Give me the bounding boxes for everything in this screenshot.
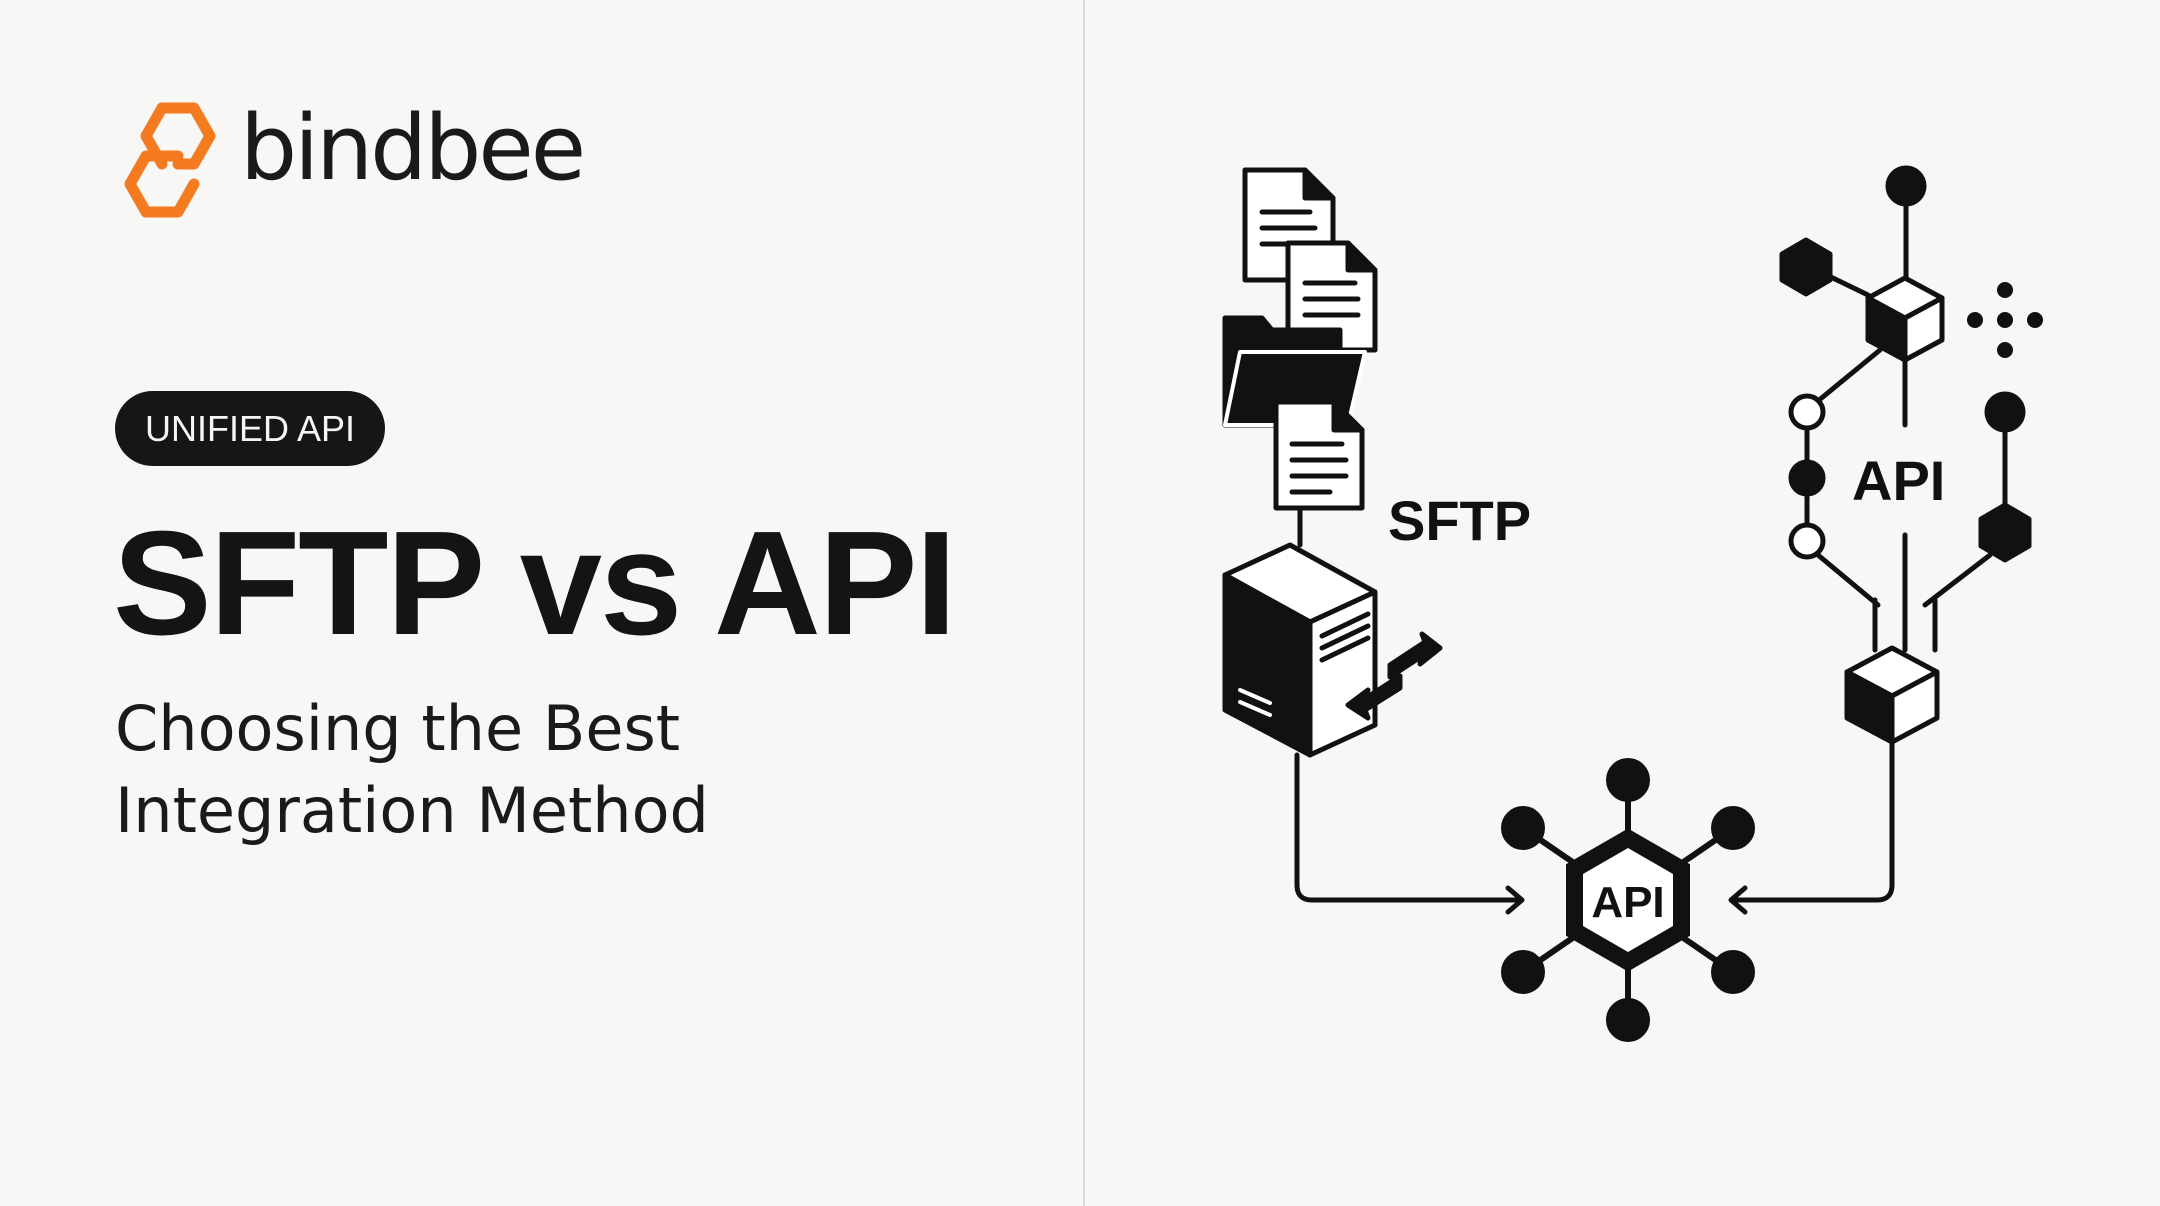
hexagon-icon [1779,237,1833,297]
subtitle-line-2: Integration Method [115,774,709,847]
api-hub-icon [1501,758,1755,1042]
integration-illustration: SFTP [1222,165,2043,1042]
brand-name: bindbee [240,96,586,201]
hexagon-icon [1978,502,2032,563]
vertical-divider [1083,0,1085,1206]
hub-label: API [1591,878,1664,927]
subtitle-line-1: Choosing the Best [115,692,681,765]
document-icon [1285,240,1378,353]
transfer-arrows-icon [1345,631,1443,721]
api-diagram [1728,165,2043,915]
sftp-diagram [1222,167,1525,915]
arrow-left-icon [1728,885,1748,915]
api-label: API [1852,449,1945,512]
category-badge: UNIFIED API [115,391,386,466]
page-subtitle: Choosing the Best Integration Method [115,688,709,852]
sftp-label: SFTP [1388,489,1531,552]
dots-icon [1967,282,2043,358]
page-title: SFTP vs API [113,501,957,666]
cube-icon [1865,275,1945,363]
server-icon [1222,542,1378,758]
hexagon-link-logo-icon [124,102,216,218]
cube-icon [1844,645,1940,745]
document-icon [1273,399,1365,511]
left-panel: bindbee UNIFIED API SFTP vs API Choosing… [113,96,957,852]
arrow-right-icon [1505,885,1525,915]
